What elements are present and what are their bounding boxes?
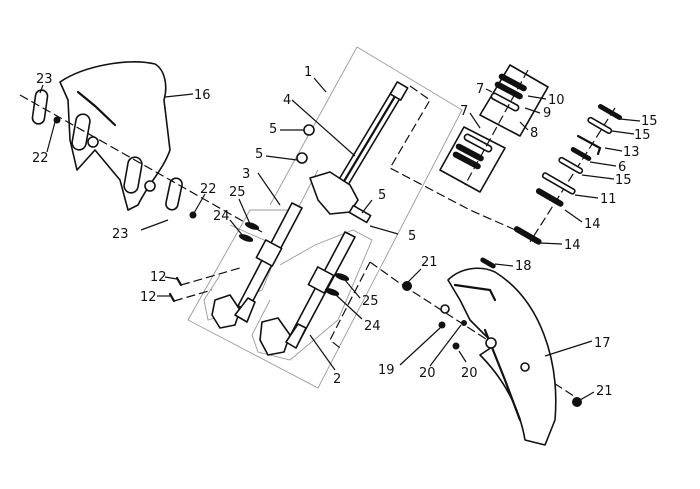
screw-part-12-a	[175, 276, 183, 287]
axis-line-bearing	[464, 69, 529, 186]
axis-line-windshield	[19, 94, 263, 233]
bracket-part-23-top	[31, 89, 49, 125]
callout-8: 8	[530, 126, 538, 141]
nut-part-15-a	[597, 104, 623, 120]
callout-14-b: 14	[564, 238, 581, 253]
dust-seal-part-14-b	[513, 226, 542, 245]
callout-25-b: 25	[362, 294, 379, 309]
callout-22-a: 22	[32, 151, 49, 166]
callout-15-a: 15	[641, 114, 658, 129]
bolt-part-25-right	[334, 273, 350, 281]
axis-line-screw-12b	[173, 289, 213, 302]
steering-stem-part-4	[309, 81, 409, 224]
callout-22-b: 22	[200, 182, 217, 197]
bracket-part-23-bottom	[165, 177, 183, 211]
callout-5-d: 5	[408, 229, 416, 244]
callout-labels: 1 2 3 4 5 5 5 5 6 7 7 8 9 10 11 12 12 13…	[32, 65, 658, 399]
callout-18: 18	[515, 259, 532, 274]
clip-part-18	[480, 257, 496, 269]
callout-16: 16	[194, 88, 211, 103]
nut-part-5-b	[296, 152, 308, 164]
callout-23-a: 23	[36, 72, 53, 87]
nut-part-21-a	[402, 281, 412, 291]
callout-21-a: 21	[421, 255, 438, 270]
axis-line-fender	[369, 261, 581, 401]
callout-5-a: 5	[269, 122, 277, 137]
dust-seal-part-14-a	[535, 188, 564, 207]
bolt-part-25-left	[244, 222, 260, 230]
callout-21-b: 21	[596, 384, 613, 399]
callout-3: 3	[242, 167, 250, 182]
callout-24-a: 24	[213, 209, 230, 224]
nut-part-15-b	[587, 116, 613, 134]
washer-part-20-a	[461, 320, 467, 326]
callout-12-b: 12	[140, 290, 157, 305]
nut-part-21-b	[572, 397, 582, 407]
callout-10: 10	[548, 93, 565, 108]
nut-part-5-a	[303, 124, 315, 136]
screw-part-12-b	[168, 292, 176, 303]
lock-nut-part-11	[541, 172, 576, 195]
callout-6: 6	[618, 160, 626, 175]
callout-14-a: 14	[584, 217, 601, 232]
callout-9: 9	[543, 106, 551, 121]
bolt-part-24-right	[324, 288, 340, 296]
callout-17: 17	[594, 336, 611, 351]
callout-25-a: 25	[229, 185, 246, 200]
right-fork-leg-part-2	[259, 231, 356, 356]
callout-5-b: 5	[255, 147, 263, 162]
lock-washer-part-13	[576, 134, 602, 156]
axis-line-fork-right	[329, 261, 371, 349]
nut-part-15-c	[558, 156, 584, 174]
callout-7-a: 7	[476, 82, 484, 97]
callout-1: 1	[304, 65, 312, 80]
axis-line-screw-12a	[180, 267, 241, 286]
callout-24-b: 24	[364, 319, 381, 334]
callout-2: 2	[333, 372, 341, 387]
callout-11: 11	[600, 192, 617, 207]
washer-part-20-b	[452, 342, 460, 350]
nut-part-22-bottom	[189, 211, 197, 219]
callout-15-b: 15	[634, 128, 651, 143]
callout-20-a: 20	[419, 366, 436, 381]
assembly-outline-2	[251, 229, 373, 361]
bolt-part-24-left	[238, 234, 254, 242]
callout-23-b: 23	[112, 227, 129, 242]
callout-12-a: 12	[150, 270, 167, 285]
washer-part-6	[570, 147, 592, 161]
callout-15-c: 15	[615, 173, 632, 188]
windshield-part-16	[59, 61, 171, 211]
callout-4: 4	[283, 93, 291, 108]
bearing-set-lower-part-7	[439, 126, 506, 193]
leader-lines	[39, 77, 641, 401]
left-fork-leg-part-3	[211, 202, 303, 329]
axis-line-stem-stack	[529, 107, 616, 243]
callout-19: 19	[378, 363, 395, 378]
callout-13: 13	[623, 145, 640, 160]
callout-7-b: 7	[460, 104, 468, 119]
callout-20-b: 20	[461, 366, 478, 381]
front-fender-part-17	[440, 267, 557, 446]
bolt-part-19	[438, 321, 446, 329]
nut-part-22-top	[53, 116, 61, 124]
callout-5-c: 5	[378, 188, 386, 203]
axis-line-stem	[389, 85, 521, 233]
